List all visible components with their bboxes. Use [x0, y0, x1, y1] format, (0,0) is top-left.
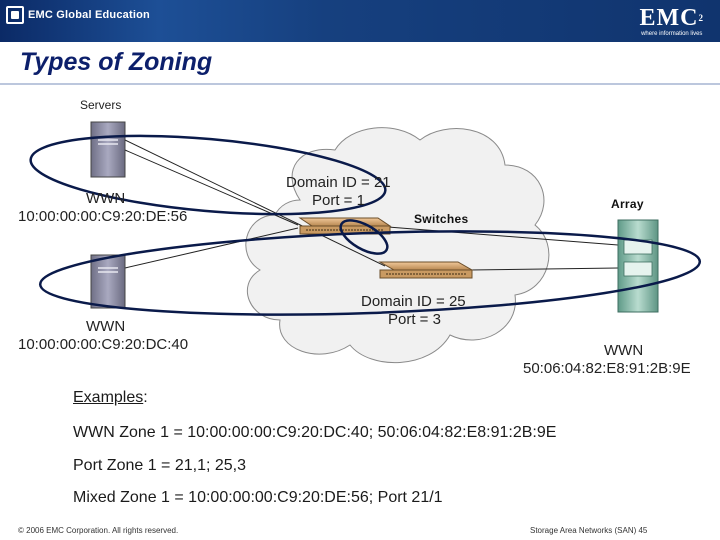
server1-wwn-heading: WWN	[86, 190, 126, 207]
zone-ring-port	[339, 219, 389, 255]
server-2	[90, 254, 126, 309]
slide-title: Types of Zoning	[20, 48, 213, 76]
switch1-port-label: Port = 1	[312, 192, 365, 209]
server2-wwn-heading: WWN	[86, 318, 126, 335]
array-wwn-heading: WWN	[604, 342, 644, 359]
example-wwn-zone: WWN Zone 1 = 10:00:00:00:C9:20:DC:40; 50…	[73, 424, 557, 441]
server1-wwn-value: 10:00:00:00:C9:20:DE:56	[18, 208, 188, 225]
switch1-domain-label: Domain ID = 21	[286, 174, 391, 191]
zone-ring-bottom	[38, 230, 702, 316]
brand-tagline: where information lives	[641, 31, 703, 37]
zone-ring-top	[29, 134, 387, 216]
emc-brand-logo: EMC2 where information lives	[640, 6, 705, 38]
storage-array	[617, 219, 659, 313]
emc-global-education-logo: EMC Global Education	[6, 6, 150, 24]
switches-label: Switches	[414, 212, 469, 226]
emc-mark-icon	[6, 6, 24, 24]
array-wwn-value: 50:06:04:82:E8:91:2B:9E	[523, 360, 691, 377]
brand-wordmark: EMC2	[639, 5, 704, 31]
link-switch1-array	[387, 226, 619, 246]
footer-page-info: Storage Area Networks (SAN) 45	[530, 526, 648, 535]
servers-label: Servers	[80, 98, 122, 112]
examples-heading: Examples:	[73, 389, 148, 406]
link-server2-switch1	[124, 227, 299, 269]
switch-2	[378, 261, 474, 279]
server-1	[90, 121, 126, 178]
title-divider	[0, 83, 720, 85]
example-port-zone: Port Zone 1 = 21,1; 25,3	[73, 457, 247, 474]
example-mixed-zone: Mixed Zone 1 = 10:00:00:00:C9:20:DE:56; …	[73, 489, 443, 506]
footer-copyright: © 2006 EMC Corporation. All rights reser…	[18, 526, 179, 535]
switch2-port-label: Port = 3	[388, 311, 441, 328]
link-switch2-array	[469, 267, 619, 271]
array-label: Array	[611, 197, 644, 211]
server2-wwn-value: 10:00:00:00:C9:20:DC:40	[18, 336, 189, 353]
link-server1-switch1	[124, 149, 299, 226]
left-logo-text: EMC Global Education	[28, 9, 150, 21]
header-banner: EMC Global Education EMC2 where informat…	[0, 0, 720, 42]
link-server1-switch2	[124, 139, 386, 267]
switch2-domain-label: Domain ID = 25	[361, 293, 466, 310]
fabric-cloud	[245, 127, 550, 364]
